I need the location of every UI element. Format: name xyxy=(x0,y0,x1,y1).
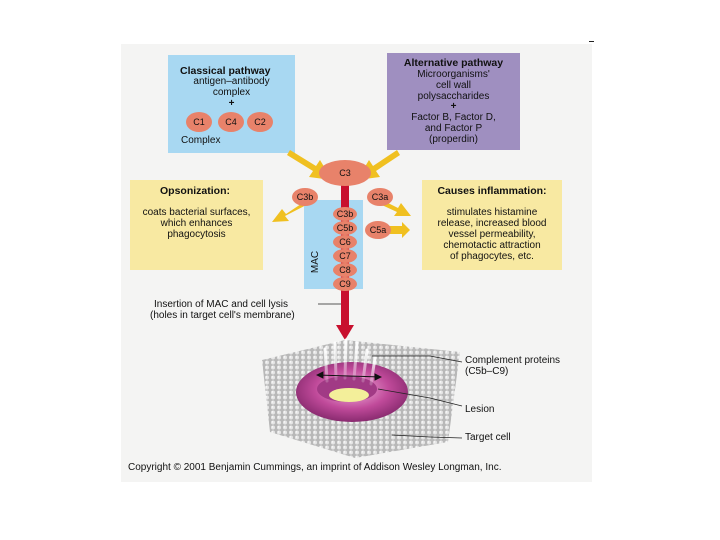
component-c5a: C5a xyxy=(365,221,391,239)
component-c3-label: C3 xyxy=(339,168,351,178)
lesion-diameter-arrow xyxy=(315,371,383,381)
classical-title: Classical pathway xyxy=(180,65,271,77)
mac-c8-label: C8 xyxy=(339,265,351,275)
alternative-title: Alternative pathway xyxy=(403,57,504,69)
opsonization-line-2: which enhances xyxy=(160,218,233,229)
inflammation-line-3: vessel permeability, xyxy=(448,229,536,240)
component-c3a-label: C3a xyxy=(372,192,389,202)
classical-complex-label: Complex xyxy=(181,135,221,146)
component-c1-label: C1 xyxy=(193,117,205,127)
mac-c3b: C3b xyxy=(333,207,357,221)
classical-plus: + xyxy=(228,98,235,109)
alternative-line-3: polysaccharides xyxy=(417,91,490,102)
component-c3a: C3a xyxy=(367,188,393,206)
insertion-line-2: (holes in target cell's membrane) xyxy=(150,310,295,321)
mac-c7-label: C7 xyxy=(339,251,351,261)
alternative-line-7: (properdin) xyxy=(429,134,478,145)
mac-c9-label: C9 xyxy=(339,279,351,289)
insertion-line-1: Insertion of MAC and cell lysis xyxy=(154,299,288,310)
mac-c5b: C5b xyxy=(333,221,357,235)
mac-c7: C7 xyxy=(333,249,357,263)
complement-proteins-label: Complement proteins xyxy=(465,355,561,366)
component-c3: C3 xyxy=(319,160,371,186)
cell-label-leaders xyxy=(372,355,463,439)
alternative-line-6: and Factor P xyxy=(424,123,483,134)
mac-c6: C6 xyxy=(333,235,357,249)
copyright-notice: Copyright © 2001 Benjamin Cummings, an i… xyxy=(128,462,502,473)
classical-pathway-box: Classical pathway antigen–antibody compl… xyxy=(168,55,295,153)
component-c4: C4 xyxy=(218,112,244,132)
mac-label: MAC xyxy=(310,251,321,273)
complement-proteins-range: (C5b–C9) xyxy=(465,366,509,377)
mac-c9: C9 xyxy=(333,277,357,291)
mac-c3b-label: C3b xyxy=(337,209,354,219)
opsonization-line-1: coats bacterial surfaces, xyxy=(142,207,251,218)
opsonization-box: Opsonization: coats bacterial surfaces, … xyxy=(130,180,263,270)
inflammation-line-5: of phagocytes, etc. xyxy=(450,251,534,262)
target-cell-label: Target cell xyxy=(465,432,511,443)
inflammation-title: Causes inflammation: xyxy=(437,185,547,197)
mac-c6-label: C6 xyxy=(339,237,351,247)
component-c1: C1 xyxy=(186,112,212,132)
lesion-floor xyxy=(329,388,369,402)
component-c2-label: C2 xyxy=(254,117,266,127)
inflammation-line-1: stimulates histamine xyxy=(446,207,538,218)
alternative-line-5: Factor B, Factor D, xyxy=(411,112,496,123)
lesion-label: Lesion xyxy=(465,404,495,415)
alternative-line-2: cell wall xyxy=(435,80,471,91)
opsonization-title: Opsonization: xyxy=(160,185,230,197)
inflammation-box: Causes inflammation: stimulates histamin… xyxy=(422,180,562,270)
classical-line-1: antigen–antibody xyxy=(193,76,270,87)
alternative-line-1: Microorganisms' xyxy=(417,69,490,80)
red-arrow-head xyxy=(336,325,354,340)
alternative-plus: + xyxy=(450,101,457,112)
corner-tick xyxy=(589,41,594,42)
inflammation-line-2: release, increased blood xyxy=(437,218,547,229)
component-c5a-label: C5a xyxy=(370,225,387,235)
component-c2: C2 xyxy=(247,112,273,132)
alternative-pathway-box: Alternative pathway Microorganisms' cell… xyxy=(387,53,520,150)
mac-c5b-label: C5b xyxy=(337,223,354,233)
component-c4-label: C4 xyxy=(225,117,237,127)
mac-c8: C8 xyxy=(333,263,357,277)
component-c3b-opsonin-label: C3b xyxy=(297,192,314,202)
inflammation-line-4: chemotactic attraction xyxy=(443,240,541,251)
opsonization-line-3: phagocytosis xyxy=(167,229,226,240)
arrow-c5a-to-inflammation xyxy=(388,222,410,238)
component-c3b-opsonin: C3b xyxy=(292,188,318,206)
classical-line-2: complex xyxy=(212,87,251,98)
